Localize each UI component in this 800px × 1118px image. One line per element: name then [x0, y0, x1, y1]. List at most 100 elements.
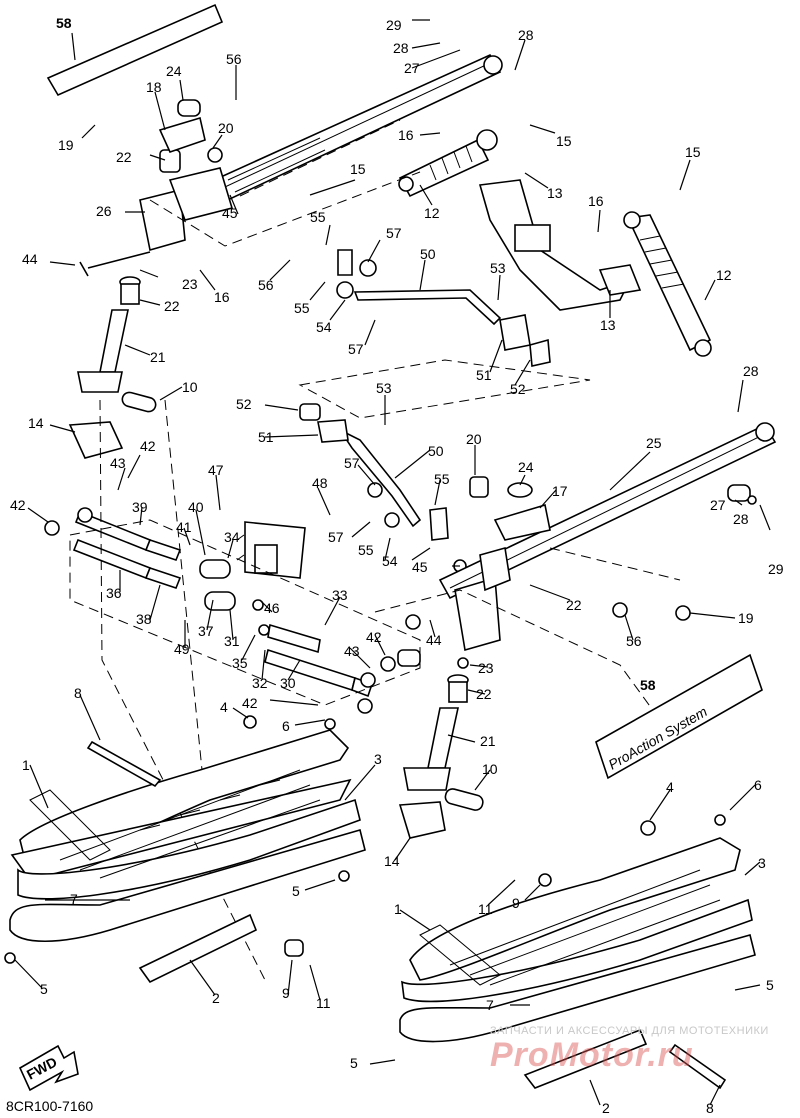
callout-54: 54 [382, 553, 398, 569]
callout-7: 7 [486, 997, 494, 1013]
callout-55: 55 [434, 471, 450, 487]
link-rods-center [252, 599, 421, 714]
callout-16: 16 [398, 127, 414, 143]
callout-35: 35 [232, 655, 248, 671]
callout-43: 43 [110, 455, 126, 471]
callout-17: 17 [552, 483, 568, 499]
leader-dash-top-2 [239, 119, 401, 197]
callout-16: 16 [588, 193, 604, 209]
callout-2: 2 [212, 990, 220, 1006]
callout-18: 18 [146, 79, 162, 95]
spindle-upper-left [77, 276, 157, 413]
callout-24: 24 [166, 63, 182, 79]
callout-38: 38 [136, 611, 152, 627]
callout-5: 5 [350, 1055, 358, 1071]
reference-code: 8CR100-7160 [6, 1098, 94, 1114]
callout-6: 6 [754, 777, 762, 793]
callout-53: 53 [376, 380, 392, 396]
callout-42: 42 [242, 695, 258, 711]
callout-21: 21 [480, 733, 496, 749]
watermark-logo: ProMotor.ru [490, 1036, 694, 1074]
callout-28: 28 [518, 27, 534, 43]
callout-52: 52 [510, 381, 526, 397]
ski-saddle-left [68, 421, 124, 459]
spindle-lower-right [398, 657, 484, 839]
callout-12: 12 [424, 205, 440, 221]
logo-decal-lower: ProAction System [595, 653, 763, 780]
callout-54: 54 [316, 319, 332, 335]
callout-21: 21 [150, 349, 166, 365]
ski-bracket-upper-left [79, 99, 234, 277]
callout-44: 44 [426, 632, 442, 648]
callout-15: 15 [556, 133, 572, 149]
callout-22: 22 [164, 298, 180, 314]
callout-57: 57 [344, 455, 360, 471]
callout-6: 6 [282, 718, 290, 734]
callout-33: 33 [332, 587, 348, 603]
callout-49: 49 [174, 641, 190, 657]
callout-29: 29 [386, 17, 402, 33]
callout-5: 5 [766, 977, 774, 993]
callout-52: 52 [236, 396, 252, 412]
callout-20: 20 [218, 120, 234, 136]
callout-3: 3 [758, 855, 766, 871]
callout-13: 13 [600, 317, 616, 333]
callout-37: 37 [198, 623, 214, 639]
leader-dash-mid-3 [374, 589, 661, 721]
callout-30: 30 [280, 675, 296, 691]
callout-22: 22 [476, 686, 492, 702]
callout-58: 58 [640, 677, 656, 693]
ski-bracket-lower-right [405, 546, 511, 652]
callout-29: 29 [768, 561, 784, 577]
callout-7: 7 [70, 891, 78, 907]
callout-31: 31 [224, 633, 240, 649]
callout-22: 22 [566, 597, 582, 613]
callout-23: 23 [478, 660, 494, 676]
callout-45: 45 [412, 559, 428, 575]
callout-22: 22 [116, 149, 132, 165]
callout-4: 4 [666, 779, 674, 795]
logo-decal-top [46, 3, 224, 97]
callout-57: 57 [348, 341, 364, 357]
callout-14: 14 [28, 415, 44, 431]
callout-36: 36 [106, 585, 122, 601]
ski-right [399, 814, 756, 1090]
callout-26: 26 [96, 203, 112, 219]
callout-28: 28 [733, 511, 749, 527]
callout-9: 9 [512, 895, 520, 911]
callout-44: 44 [22, 251, 38, 267]
callout-14: 14 [384, 853, 400, 869]
callout-28: 28 [743, 363, 759, 379]
ski-left [4, 715, 366, 984]
callout-10: 10 [182, 379, 198, 395]
forward-arrow-icon: FWD [18, 1044, 79, 1092]
callout-45: 45 [222, 205, 238, 221]
callout-56: 56 [226, 51, 242, 67]
callout-55: 55 [358, 542, 374, 558]
callout-24: 24 [518, 459, 534, 475]
shock-absorber-right [623, 211, 712, 357]
callout-42: 42 [366, 629, 382, 645]
callout-27: 27 [404, 60, 420, 76]
leader-lines [14, 19, 771, 1106]
leader-dash-mid-2 [69, 519, 421, 706]
callout-56: 56 [626, 633, 642, 649]
callout-32: 32 [252, 675, 268, 691]
suspension-arm-lower [438, 422, 777, 621]
callout-42: 42 [140, 438, 156, 454]
callout-50: 50 [428, 443, 444, 459]
leader-dash-mid-4 [549, 547, 681, 581]
callout-9: 9 [282, 985, 290, 1001]
link-rods-left [44, 507, 182, 589]
callout-8: 8 [706, 1100, 714, 1116]
callout-57: 57 [386, 225, 402, 241]
callout-58: 58 [56, 15, 72, 31]
tie-rod-upper [336, 249, 551, 367]
watermark-caption: ЗАПЧАСТИ И АКСЕССУАРЫ ДЛЯ МОТОТЕХНИКИ [490, 1025, 769, 1037]
callout-10: 10 [482, 761, 498, 777]
callout-42: 42 [10, 497, 26, 513]
callout-46: 46 [264, 600, 280, 616]
callout-25: 25 [646, 435, 662, 451]
